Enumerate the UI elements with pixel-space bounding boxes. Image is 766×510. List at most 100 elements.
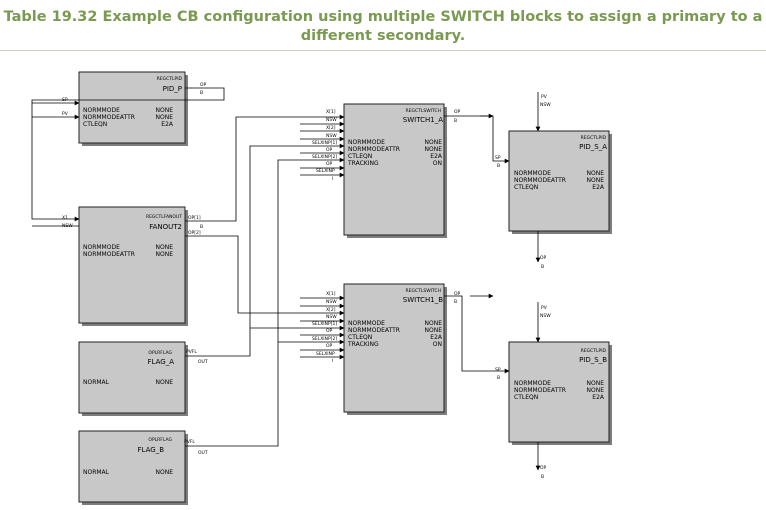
pin-label: I <box>332 176 333 182</box>
param-value: E2A <box>592 184 605 191</box>
caption-line-1: Table 19.32 Example CB configuration usi… <box>3 9 763 25</box>
block-pid-s-b[interactable]: REGCTLPID PID_S_B NORMMODE NONE NORMMODE… <box>495 305 612 480</box>
pin-label: X[1] <box>326 109 336 115</box>
param-value: ON <box>433 341 442 348</box>
param-value: NONE <box>587 170 605 177</box>
param-name: TRACKING <box>347 160 379 167</box>
param-name: NORMMODEATTR <box>514 387 566 394</box>
caption-divider <box>0 50 766 51</box>
pin-label: OP <box>454 109 461 115</box>
param-value: ON <box>433 160 442 167</box>
block-type: REGCTLSWITCH <box>406 288 442 294</box>
pin-label: PVFL <box>184 439 195 445</box>
pin-label: SP <box>495 155 501 161</box>
param-value: NONE <box>156 379 174 386</box>
pin-label: PV <box>541 94 548 100</box>
connection-wires <box>31 87 541 471</box>
pin-label: PVFL <box>186 349 197 355</box>
param-name: NORMMODEATTR <box>83 114 135 121</box>
param-value: E2A <box>592 394 605 401</box>
pin-label: SELXINP <box>316 168 335 174</box>
pin-label: OP[2] <box>188 230 201 236</box>
param-value: NONE <box>156 244 174 251</box>
pin-label: PV <box>541 305 548 311</box>
param-name: CTLEQN <box>514 184 538 191</box>
block-type: OPLRFLAG <box>148 350 172 356</box>
pin-label: B <box>541 264 544 270</box>
block-fanout2[interactable]: REGCTLFANOUT FANOUT2 NORMMODE NONE NORMM… <box>62 206 203 326</box>
param-value: NONE <box>156 251 174 258</box>
block-name: FLAG_A <box>148 358 175 366</box>
param-name: NORMMODE <box>514 380 551 387</box>
pin-label: OP <box>326 161 333 167</box>
pin-label: NSW <box>326 299 337 305</box>
pin-label: SP <box>495 367 501 373</box>
param-name: TRACKING <box>347 341 379 348</box>
pin-label: NSW <box>540 102 551 108</box>
pin-label: OUT <box>198 359 208 365</box>
wire-pidp-op-to-fanout <box>31 87 225 222</box>
caption-line-2: different secondary. <box>300 28 466 44</box>
pin-label: B <box>200 90 203 96</box>
pin-label: OUT <box>198 450 208 456</box>
pin-label: NSW <box>540 313 551 319</box>
param-name: NORMMODEATTR <box>348 146 400 153</box>
param-name: NORMMODE <box>514 170 551 177</box>
param-value: NONE <box>156 114 174 121</box>
param-value: NONE <box>425 146 443 153</box>
pin-label: SELXINP[2] <box>312 336 337 342</box>
block-type: REGCTLPID <box>157 76 183 82</box>
param-name: NORMAL <box>83 379 110 386</box>
pin-label: NSW <box>326 314 337 320</box>
pin-label: OP[1] <box>188 215 201 221</box>
param-value: NONE <box>156 469 174 476</box>
wire-flaga-to-swa <box>185 143 345 357</box>
param-name: CTLEQN <box>514 394 538 401</box>
param-name: NORMAL <box>83 469 110 476</box>
block-name: FLAG_B <box>138 446 165 454</box>
block-name: PID_P <box>163 85 182 93</box>
pin-label: OP <box>454 291 461 297</box>
block-type: REGCTLFANOUT <box>146 214 182 220</box>
wire-swb-op-to-pidsb <box>444 295 510 374</box>
block-name: PID_S_B <box>579 356 607 364</box>
pin-label: B <box>497 163 500 169</box>
block-name: SWITCH1_A <box>403 116 443 124</box>
block-type: REGCTLSWITCH <box>406 108 442 114</box>
pin-label: OP <box>540 465 547 471</box>
pin-label: X1 <box>62 215 68 221</box>
block-pid-s-a[interactable]: REGCTLPID PID_S_A NORMMODE NONE NORMMODE… <box>495 94 612 270</box>
param-name: NORMMODEATTR <box>83 251 135 258</box>
pin-label: B <box>541 474 544 480</box>
block-type: REGCTLPID <box>581 348 607 354</box>
block-switch1-a[interactable]: REGCTLSWITCH SWITCH1_A NORMMODE NONE NOR… <box>312 103 461 238</box>
pin-label: X[1] <box>326 291 336 297</box>
pin-label: B <box>454 118 457 124</box>
block-type: REGCTLPID <box>581 135 607 141</box>
pin-label: SELXINP[2] <box>312 154 337 160</box>
param-value: E2A <box>430 153 443 160</box>
block-name: FANOUT2 <box>149 223 182 231</box>
param-value: NONE <box>587 387 605 394</box>
pin-label: PV <box>62 111 69 117</box>
block-flag-b[interactable]: OPLRFLAG FLAG_B NORMAL NONE PVFL OUT <box>78 430 208 505</box>
block-name: SWITCH1_B <box>403 296 443 304</box>
pin-label: B <box>454 299 457 305</box>
param-value: NONE <box>425 327 443 334</box>
block-switch1-b[interactable]: REGCTLSWITCH SWITCH1_B NORMMODE NONE NOR… <box>312 283 461 415</box>
param-name: NORMMODEATTR <box>514 177 566 184</box>
block-pid-p[interactable]: REGCTLPID PID_P NORMMODE NONE NORMMODEAT… <box>62 71 207 146</box>
pin-label: I <box>332 358 333 364</box>
block-flag-a[interactable]: OPLRFLAG FLAG_A NORMAL NONE PVFL OUT <box>78 341 208 416</box>
block-name: PID_S_A <box>579 143 607 151</box>
pin-label: SELXINP[1] <box>312 140 337 146</box>
wire-fanout-op1-to-swa <box>185 114 345 222</box>
param-value: NONE <box>425 139 443 146</box>
pin-label: OP <box>200 82 207 88</box>
param-name: CTLEQN <box>348 334 372 341</box>
param-value: NONE <box>587 177 605 184</box>
wire-flagb-to-swa <box>185 157 345 447</box>
pin-label: OP <box>540 255 547 261</box>
pin-label: OP <box>326 147 333 153</box>
